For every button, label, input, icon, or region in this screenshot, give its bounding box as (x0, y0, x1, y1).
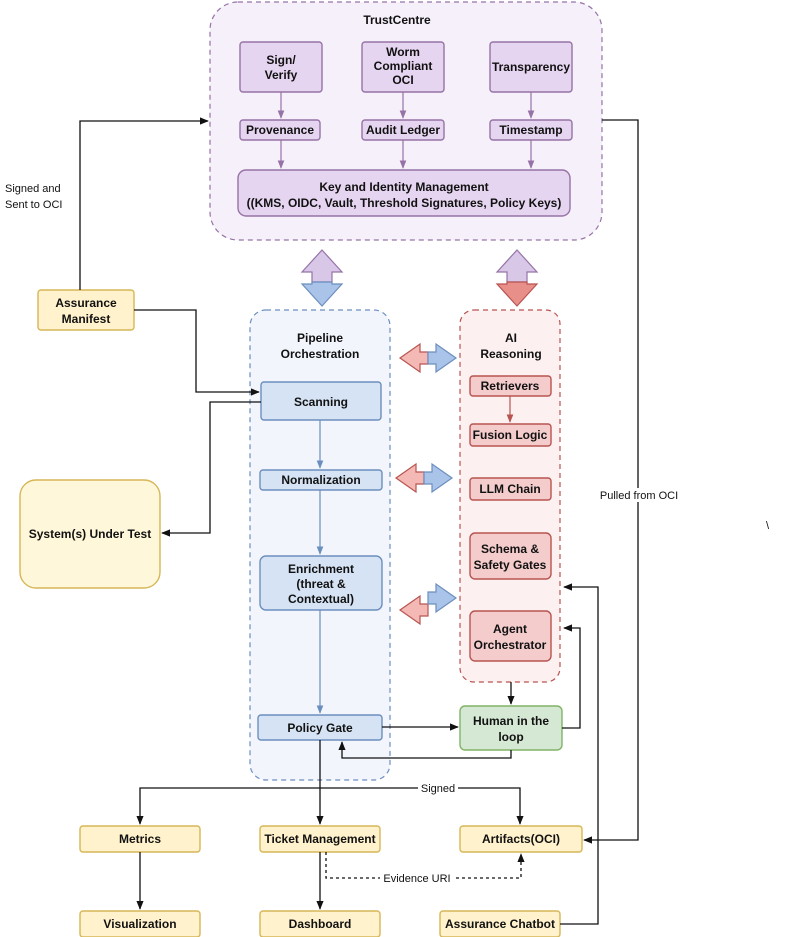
svg-text:Dashboard: Dashboard (289, 917, 352, 931)
manifest-to-scanning-edge (134, 309, 260, 396)
system-under-test-box: System(s) Under Test (19, 479, 161, 589)
chatbot-to-schema-edge (560, 583, 599, 925)
fusion-logic-box: Fusion Logic (469, 423, 552, 447)
pipeline-ai-bidirectional-arrow-3 (398, 582, 458, 626)
stray-backslash: \ (766, 520, 770, 532)
timestamp-box: Timestamp (489, 119, 573, 141)
svg-text:Worm: Worm (386, 45, 420, 59)
policy-to-artifacts-edge (320, 787, 524, 825)
svg-text:Normalization: Normalization (281, 473, 360, 487)
pipeline-title-line1: Pipeline (297, 331, 343, 345)
trust-pipeline-bidirectional-arrow (300, 249, 344, 307)
pipeline-ai-bidirectional-arrow-1 (398, 342, 458, 374)
svg-text:Contextual): Contextual) (288, 592, 354, 606)
svg-text:Orchestrator: Orchestrator (474, 638, 547, 652)
assurance-manifest-box: Assurance Manifest (37, 289, 135, 331)
transparency-box: Transparency (489, 41, 573, 93)
svg-text:Assurance Chatbot: Assurance Chatbot (445, 917, 555, 931)
evidence-uri-label: Evidence URI (383, 873, 450, 885)
svg-text:Sign/: Sign/ (266, 53, 296, 67)
signed-edge-label: Signed (421, 783, 455, 795)
svg-text:Safety Gates: Safety Gates (474, 558, 547, 572)
svg-text:Provenance: Provenance (246, 123, 314, 137)
svg-text:Ticket Management: Ticket Management (264, 832, 375, 846)
svg-text:LLM Chain: LLM Chain (479, 482, 540, 496)
sign-verify-box: Sign/ Verify (239, 41, 323, 93)
svg-text:Manifest: Manifest (62, 312, 111, 326)
artifacts-oci-box: Artifacts(OCI) (459, 825, 583, 853)
svg-text:Transparency: Transparency (492, 60, 570, 74)
svg-text:(threat &: (threat & (296, 577, 346, 591)
worm-oci-box: Worm Compliant OCI (361, 41, 445, 93)
svg-text:Fusion Logic: Fusion Logic (473, 428, 548, 442)
svg-text:Assurance: Assurance (55, 296, 117, 310)
svg-text:Agent: Agent (493, 622, 527, 636)
audit-ledger-box: Audit Ledger (361, 119, 445, 141)
manifest-to-trust-edge (79, 117, 209, 290)
svg-text:Verify: Verify (265, 68, 298, 82)
svg-text:Enrichment: Enrichment (288, 562, 354, 576)
visualization-box: Visualization (79, 910, 201, 937)
policy-to-metrics-edge (136, 787, 320, 825)
pipeline-title-line2: Orchestration (281, 347, 360, 361)
provenance-box: Provenance (239, 119, 321, 141)
trust-internal-arrows (277, 92, 535, 169)
svg-text:Policy Gate: Policy Gate (287, 721, 353, 735)
signed-sent-label-line2: Sent to OCI (5, 199, 62, 211)
human-to-policy-edge (338, 741, 512, 759)
pulled-from-oci-label: Pulled from OCI (600, 490, 678, 502)
metrics-box: Metrics (79, 825, 201, 853)
llm-chain-box: LLM Chain (469, 477, 552, 501)
pulled-from-oci-edge (583, 119, 639, 844)
enrichment-box: Enrichment (threat & Contextual) (259, 555, 383, 611)
svg-text:Scanning: Scanning (294, 395, 348, 409)
ai-title-line1: AI (505, 331, 517, 345)
svg-text:Compliant: Compliant (374, 59, 433, 73)
scanning-to-sut-edge (161, 401, 261, 537)
retrievers-box: Retrievers (469, 375, 552, 397)
scanning-box: Scanning (260, 381, 382, 421)
svg-text:OCI: OCI (392, 73, 413, 87)
schema-safety-gates-box: Schema & Safety Gates (469, 532, 552, 580)
key-identity-management-box: Key and Identity Management ((KMS, OIDC,… (237, 169, 571, 217)
policy-gate-box: Policy Gate (257, 714, 383, 741)
human-in-loop-box: Human in the loop (459, 705, 563, 751)
connectors (79, 117, 639, 925)
svg-text:System(s) Under Test: System(s) Under Test (29, 527, 151, 541)
svg-text:Metrics: Metrics (119, 832, 161, 846)
assurance-chatbot-box: Assurance Chatbot (439, 910, 561, 937)
svg-text:Timestamp: Timestamp (499, 123, 562, 137)
svg-text:Retrievers: Retrievers (481, 379, 540, 393)
svg-text:Audit Ledger: Audit Ledger (366, 123, 440, 137)
svg-text:Artifacts(OCI): Artifacts(OCI) (482, 832, 560, 846)
svg-text:((KMS, OIDC, Vault, Threshold: ((KMS, OIDC, Vault, Threshold Signatures… (247, 196, 562, 210)
svg-text:loop: loop (498, 730, 523, 744)
agent-orchestrator-box: Agent Orchestrator (469, 610, 552, 662)
trust-ai-bidirectional-arrow (495, 249, 539, 307)
signed-sent-label-line1: Signed and (5, 183, 61, 195)
svg-text:Human in the: Human in the (473, 714, 549, 728)
svg-text:Key and Identity Management: Key and Identity Management (319, 180, 488, 194)
svg-text:Visualization: Visualization (103, 917, 176, 931)
human-to-agent-edge (562, 624, 581, 729)
ticket-management-box: Ticket Management (259, 825, 381, 853)
evidence-uri-edge (325, 852, 525, 879)
dashboard-box: Dashboard (259, 910, 381, 937)
ai-title-line2: Reasoning (480, 347, 541, 361)
pipeline-ai-bidirectional-arrow-2 (394, 462, 454, 494)
trust-centre-title: TrustCentre (363, 13, 431, 27)
svg-text:Schema &: Schema & (481, 542, 539, 556)
normalization-box: Normalization (259, 469, 383, 491)
